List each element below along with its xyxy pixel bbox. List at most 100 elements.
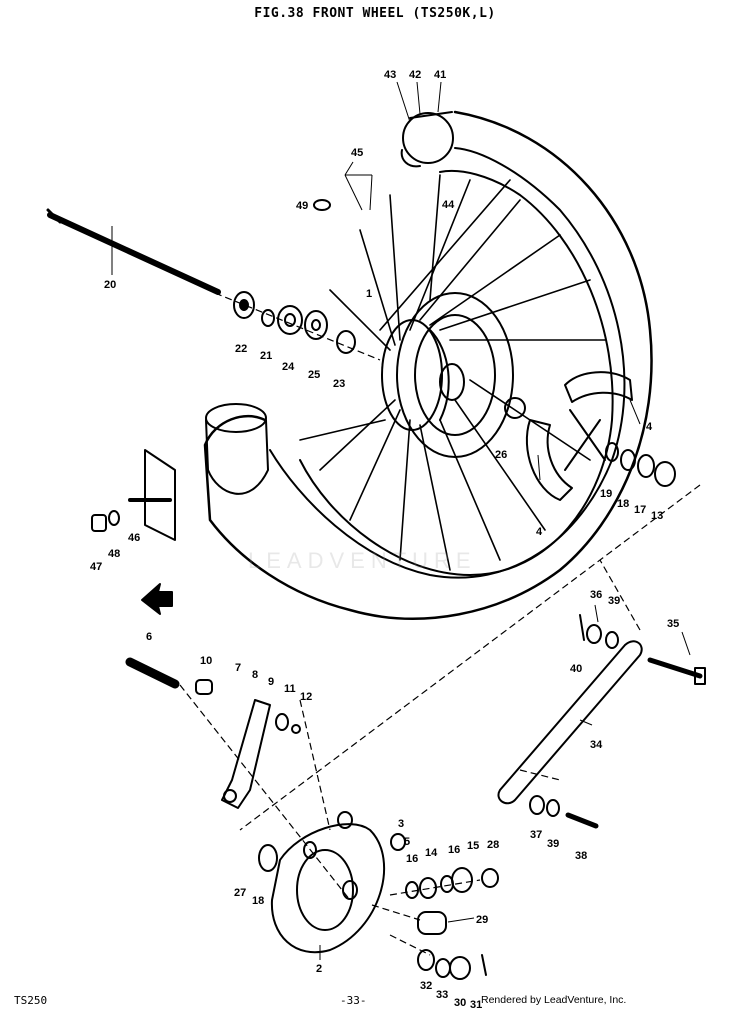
callout-12: 12 bbox=[300, 691, 312, 703]
callout-47: 47 bbox=[90, 561, 102, 573]
callout-18: 18 bbox=[617, 498, 629, 510]
callout-24: 24 bbox=[282, 361, 295, 373]
washer-32 bbox=[417, 949, 435, 971]
brake-shoe-upper bbox=[564, 371, 633, 403]
spacer-23 bbox=[336, 330, 356, 354]
watermark: LEADVENTURE bbox=[248, 548, 477, 573]
callout-4-lower: 4 bbox=[536, 526, 543, 538]
callout-7: 7 bbox=[235, 662, 241, 674]
callout-30: 30 bbox=[454, 997, 466, 1009]
bearing-24 bbox=[277, 305, 303, 335]
bearing-22 bbox=[233, 291, 255, 319]
brake-shoe-lower bbox=[525, 419, 573, 501]
callout-16-left: 16 bbox=[406, 853, 418, 865]
washer-33 bbox=[435, 958, 451, 978]
callout-37: 37 bbox=[530, 829, 542, 841]
speedometer-cover bbox=[144, 449, 176, 541]
direction-arrow bbox=[141, 583, 173, 615]
tire-outline bbox=[203, 110, 653, 620]
callout-28: 28 bbox=[487, 839, 499, 851]
bushing-29 bbox=[417, 911, 447, 935]
callout-8: 8 bbox=[252, 669, 258, 681]
bolt-35 bbox=[647, 657, 703, 679]
callout-43: 43 bbox=[384, 69, 396, 81]
callout-49: 49 bbox=[296, 200, 308, 212]
callout-33: 33 bbox=[436, 989, 448, 1001]
brake-lever-arm bbox=[221, 699, 271, 809]
nut-36 bbox=[586, 624, 602, 644]
callout-39-top: 39 bbox=[608, 595, 620, 607]
seal-27 bbox=[258, 844, 278, 872]
washer-18 bbox=[620, 449, 636, 471]
washer-16 bbox=[405, 881, 419, 899]
callout-48: 48 bbox=[108, 548, 120, 560]
cotter-pin-40 bbox=[579, 614, 585, 641]
footer-model: TS250 bbox=[14, 994, 48, 1007]
seal-15 bbox=[451, 867, 473, 893]
pin-31 bbox=[481, 954, 487, 976]
nut-13 bbox=[654, 461, 676, 487]
callout-1: 1 bbox=[366, 288, 372, 300]
callout-16-right: 16 bbox=[448, 844, 460, 856]
washer-39-top bbox=[605, 631, 619, 649]
callout-26: 26 bbox=[495, 449, 507, 461]
spacer-21 bbox=[261, 309, 275, 327]
callout-15: 15 bbox=[467, 840, 479, 852]
spacer-26 bbox=[504, 397, 526, 419]
torque-arm bbox=[497, 640, 643, 805]
washer-39-bottom bbox=[546, 799, 560, 817]
callout-5: 5 bbox=[404, 836, 410, 848]
callout-10: 10 bbox=[200, 655, 212, 667]
nipple-49 bbox=[313, 199, 331, 211]
nut-47 bbox=[91, 514, 107, 532]
callout-34: 34 bbox=[590, 739, 603, 751]
washer-19 bbox=[605, 442, 619, 462]
callout-46: 46 bbox=[128, 532, 140, 544]
callout-19: 19 bbox=[600, 488, 612, 500]
callout-13: 13 bbox=[651, 510, 663, 522]
brake-cam-6 bbox=[125, 657, 180, 689]
axle bbox=[47, 212, 221, 295]
callout-39-bottom: 39 bbox=[547, 838, 559, 850]
gear-14 bbox=[419, 877, 437, 899]
washer-17 bbox=[637, 454, 655, 478]
callout-6: 6 bbox=[146, 631, 152, 643]
callout-23: 23 bbox=[333, 378, 345, 390]
callout-21: 21 bbox=[260, 350, 272, 362]
callout-45: 45 bbox=[351, 147, 363, 159]
callout-4-upper: 4 bbox=[646, 421, 653, 433]
bushing-28 bbox=[481, 868, 499, 888]
callout-3: 3 bbox=[398, 818, 404, 830]
callout-44: 44 bbox=[442, 199, 455, 211]
callout-32: 32 bbox=[420, 980, 432, 992]
footer-credit: Rendered by LeadVenture, Inc. bbox=[481, 994, 627, 1006]
callout-9: 9 bbox=[268, 676, 274, 688]
brake-panel bbox=[270, 823, 385, 954]
rim-outline bbox=[299, 169, 614, 576]
callout-40: 40 bbox=[570, 663, 582, 675]
washer-37 bbox=[529, 795, 545, 815]
tire-section-top bbox=[402, 112, 454, 164]
callout-36: 36 bbox=[590, 589, 602, 601]
callout-17: 17 bbox=[634, 504, 646, 516]
callout-29: 29 bbox=[476, 914, 488, 926]
clip-5 bbox=[390, 833, 406, 851]
callout-35: 35 bbox=[667, 618, 679, 630]
spokes bbox=[299, 174, 606, 571]
callout-11: 11 bbox=[284, 683, 296, 695]
callout-2: 2 bbox=[316, 963, 322, 975]
callout-41: 41 bbox=[434, 69, 446, 81]
callout-18-lower: 18 bbox=[252, 895, 264, 907]
callout-38: 38 bbox=[575, 850, 587, 862]
callout-27: 27 bbox=[234, 887, 246, 899]
washer-48 bbox=[108, 510, 120, 526]
spacer-10 bbox=[195, 679, 213, 695]
callout-25: 25 bbox=[308, 369, 320, 381]
figure-title: FIG.38 FRONT WHEEL (TS250K,L) bbox=[254, 6, 496, 21]
bolt-38 bbox=[565, 812, 599, 829]
callout-42: 42 bbox=[409, 69, 421, 81]
callout-20: 20 bbox=[104, 279, 116, 291]
seal-25 bbox=[304, 310, 328, 340]
tire-section-left bbox=[205, 403, 267, 433]
